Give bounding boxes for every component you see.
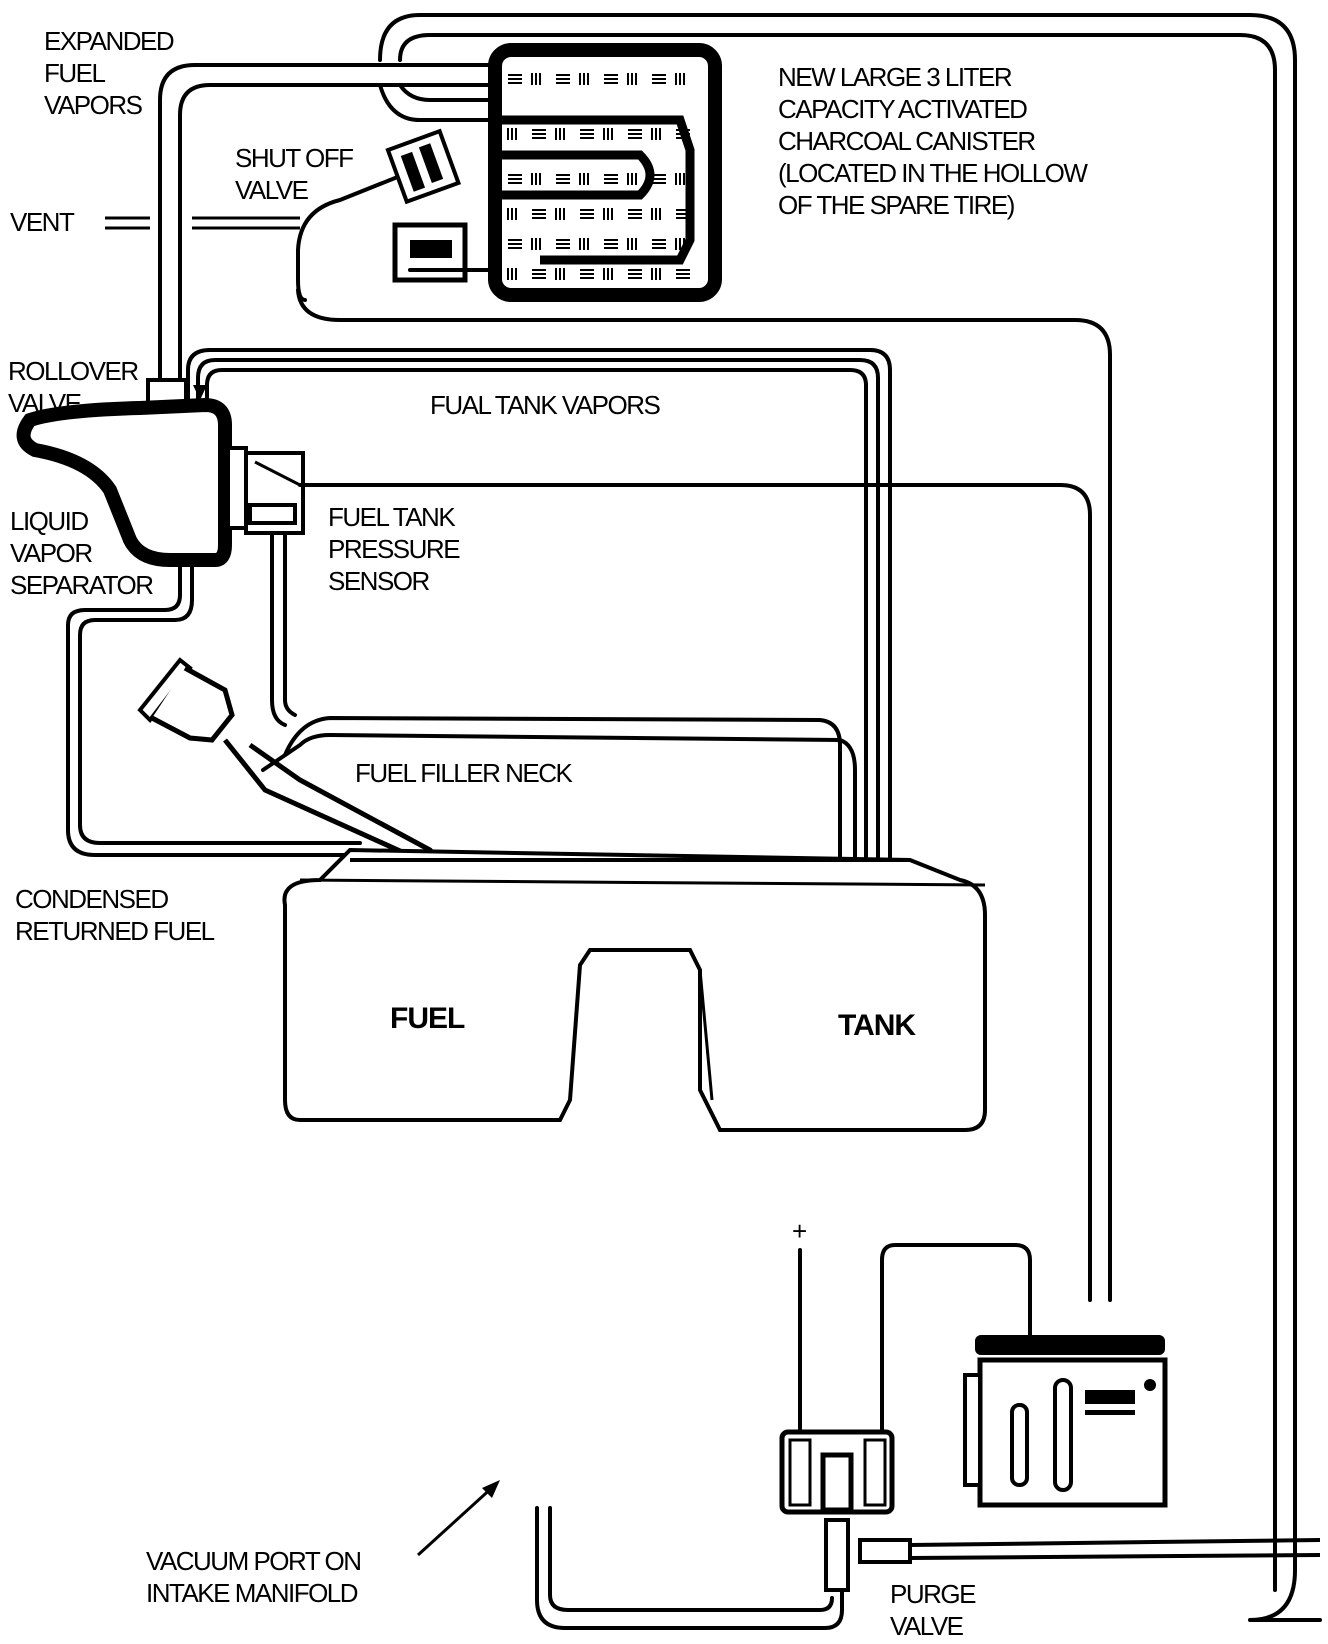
label-expanded-fuel-vapors: EXPANDED FUEL VAPORS bbox=[44, 26, 179, 120]
fuel-tank bbox=[282, 847, 987, 1132]
label-condensed-returned-fuel: CONDENSED RETURNED FUEL bbox=[15, 884, 215, 946]
fuel-filler-neck bbox=[137, 657, 857, 882]
canister-loop-hose bbox=[378, 83, 502, 122]
label-liquid-vapor-separator: LIQUID VAPOR SEPARATOR bbox=[10, 506, 153, 600]
label-tank-fuel: FUEL bbox=[390, 1002, 465, 1035]
label-charcoal-canister: NEW LARGE 3 LITER CAPACITY ACTIVATED CHA… bbox=[778, 62, 1092, 220]
sensor-wire bbox=[298, 483, 1092, 1302]
expanded-vapor-hose-inner bbox=[178, 83, 502, 402]
tank-vapor-line-1 bbox=[186, 348, 892, 862]
canister-purge-line bbox=[296, 288, 1112, 1302]
label-fuel-tank-pressure-sensor: FUEL TANK PRESSURE SENSOR bbox=[328, 502, 465, 596]
tank-vapor-line-2 bbox=[196, 358, 880, 862]
expanded-vapor-hose bbox=[158, 63, 502, 402]
ecm-purge-wire bbox=[880, 1243, 1032, 1442]
label-vent: VENT bbox=[10, 207, 75, 237]
label-plus-terminal: + bbox=[792, 1216, 806, 1246]
vacuum-hose bbox=[535, 1506, 844, 1630]
tank-vapor-line-3 bbox=[205, 368, 868, 862]
engine-control-module bbox=[963, 1335, 1168, 1508]
vacuum-port-arrow bbox=[416, 1483, 497, 1557]
outer-hose-line bbox=[378, 13, 1322, 1622]
condensed-return-line bbox=[66, 558, 357, 857]
canister-loop-hose-2 bbox=[398, 83, 502, 102]
label-fual-tank-vapors: FUAL TANK VAPORS bbox=[430, 390, 660, 420]
vacuum-port-arrowhead bbox=[482, 1480, 500, 1498]
fuel-tank-pressure-sensor bbox=[226, 446, 305, 535]
purge-valve bbox=[779, 1429, 1321, 1592]
liquid-vapor-separator bbox=[16, 378, 232, 567]
shut-off-valve bbox=[296, 128, 497, 302]
label-purge-valve: PURGE VALVE bbox=[890, 1579, 981, 1641]
sensor-tube-2 bbox=[283, 531, 297, 717]
sensor-tube bbox=[270, 531, 287, 727]
label-tank-tank: TANK bbox=[838, 1009, 916, 1042]
condensed-return-line-2 bbox=[78, 558, 362, 845]
vacuum-hose-inner bbox=[548, 1506, 834, 1612]
charcoal-canister bbox=[488, 43, 722, 302]
label-rollover-valve: ROLLOVER VALVE bbox=[8, 356, 143, 418]
label-shut-off-valve: SHUT OFF VALVE bbox=[235, 143, 358, 205]
charcoal-fill-pattern bbox=[507, 73, 690, 280]
outer-hose-line-inner bbox=[398, 33, 1277, 1592]
label-vacuum-port: VACUUM PORT ON INTAKE MANIFOLD bbox=[146, 1546, 366, 1608]
vapor-flow-arrow bbox=[193, 385, 207, 400]
label-fuel-filler-neck: FUEL FILLER NECK bbox=[355, 758, 573, 788]
